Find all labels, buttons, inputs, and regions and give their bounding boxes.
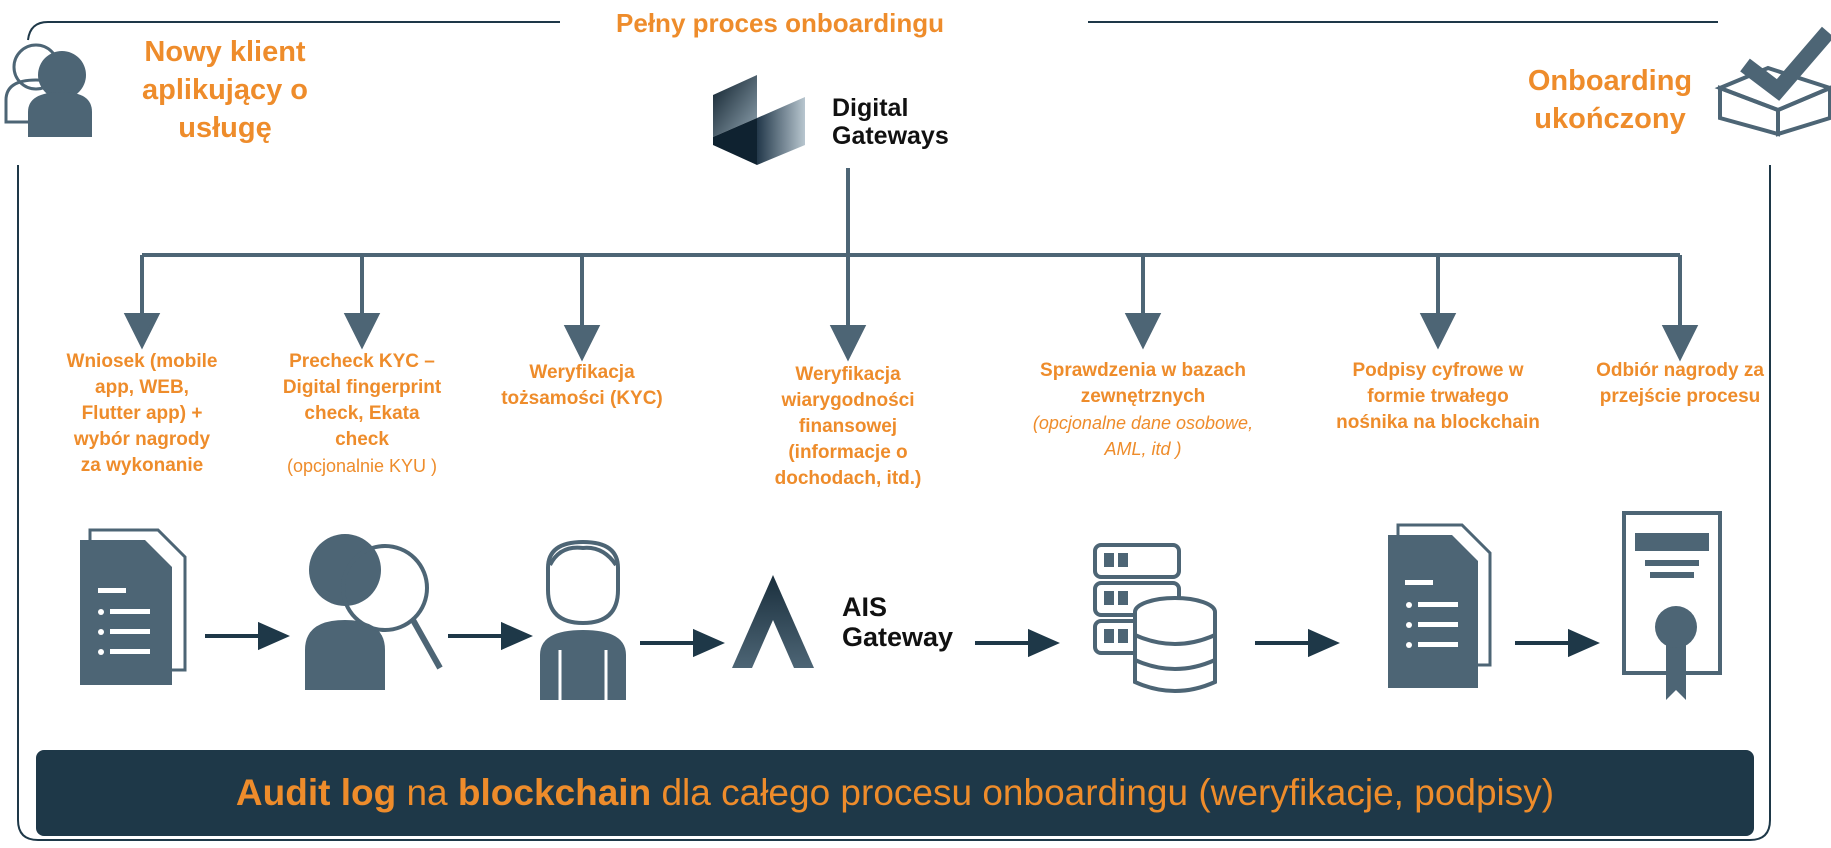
digital-gateways-logo-text: Digital Gateways	[832, 94, 949, 150]
ais-gateway-logo-text: AIS Gateway	[842, 592, 954, 652]
flow-arrows	[205, 621, 1600, 658]
audit-log-banner: Audit log na blockchain dla całego proce…	[36, 750, 1754, 836]
banner-rest: dla całego procesu onboardingu (weryfika…	[651, 772, 1555, 813]
step-application: Wniosek (mobile app, WEB, Flutter app) +…	[66, 351, 218, 476]
step-kyc-precheck: Precheck KYC – Digital fingerprint check…	[282, 351, 442, 476]
step-financial-verification: Weryfikacja wiarygodności finansowej (in…	[774, 364, 922, 489]
signature-document-icon	[1388, 523, 1492, 688]
certificate-icon	[1622, 511, 1722, 700]
kyc-precheck-icon	[305, 534, 443, 690]
step-digital-signatures: Podpisy cyfrowe w formie trwałego nośnik…	[1336, 360, 1540, 433]
digital-gateways-logo-mark	[713, 75, 805, 165]
new-client-label: Nowy klient aplikujący o usługę	[141, 36, 308, 144]
connector-tree	[123, 168, 1699, 362]
new-client-icon	[4, 43, 92, 137]
document-icon	[80, 528, 187, 685]
step-external-database-checks: Sprawdzenia w bazach zewnętrznych (opcjo…	[1032, 360, 1254, 459]
onboarding-complete-icon	[1714, 26, 1831, 137]
banner-blockchain: blockchain	[457, 772, 652, 813]
outer-frame	[17, 21, 1771, 841]
ais-gateway-logo-mark	[732, 575, 814, 668]
step-identity-verification: Weryfikacja tożsamości (KYC)	[501, 362, 663, 409]
onboarding-complete-label: Onboarding ukończony	[1527, 65, 1693, 135]
banner-na: na	[396, 772, 458, 813]
diagram-title: Pełny proces onboardingu	[616, 8, 944, 38]
identity-verification-icon	[540, 539, 626, 700]
database-servers-icon	[1093, 543, 1217, 693]
banner-audit-log: Audit log	[235, 772, 397, 813]
step-reward-collection: Odbiór nagrody za przejście procesu	[1596, 360, 1764, 407]
